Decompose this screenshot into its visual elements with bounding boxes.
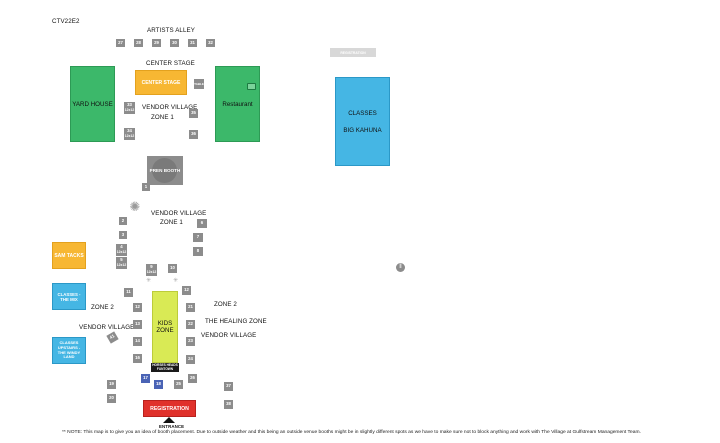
classes-the-mix-block[interactable]: CLASSES - THE MIX	[52, 283, 86, 310]
zone1b-label: ZONE 1	[160, 219, 183, 226]
booth-26[interactable]: 26	[188, 374, 197, 383]
registration-block[interactable]: REGISTRATION	[143, 400, 196, 417]
classes-top-label: CLASSES	[348, 109, 377, 117]
booth-24[interactable]: 24	[186, 355, 195, 364]
kids-zone-block[interactable]: KIDS ZONE	[152, 291, 178, 363]
booth-36[interactable]: 36	[189, 130, 198, 139]
registration-small-label: REGISTRATION	[340, 50, 366, 55]
booth-38[interactable]: 38	[224, 400, 233, 409]
booth-7[interactable]: 7	[193, 233, 203, 242]
booth-18[interactable]: 18	[154, 380, 163, 389]
map-code: CTV22E2	[52, 18, 80, 25]
kids-zone-sign: HORSES HEADS FUNTOWN	[151, 362, 179, 372]
restaurant-block[interactable]: Restaurant	[215, 66, 260, 142]
booth-16[interactable]: 16	[133, 354, 142, 363]
vendor-village-left-label: VENDOR VILLAGE	[79, 324, 135, 331]
booth-1[interactable]: 1	[142, 183, 150, 191]
pren-booth-circle	[152, 158, 177, 183]
zone2-left-label: ZONE 2	[91, 304, 114, 311]
restroom-circle-icon: ‖	[396, 263, 405, 272]
disclaimer-note: ** NOTE: This map is to give you an idea…	[62, 430, 641, 435]
lamp-icon-left: ✳	[146, 278, 152, 284]
booth-11[interactable]: 11	[124, 288, 133, 297]
booth-35[interactable]: 35	[189, 109, 198, 118]
table-booth[interactable]: TABLE	[194, 79, 204, 89]
kids-zone-label: KIDS ZONE	[156, 320, 174, 334]
zone2-right-label: ZONE 2	[214, 301, 237, 308]
pren-booth-block[interactable]: PREN BOOTH	[147, 156, 183, 185]
booth-3[interactable]: 3	[119, 231, 127, 239]
booth-21[interactable]: 21	[186, 303, 195, 312]
booth-28[interactable]: 28	[134, 39, 143, 47]
booth-19[interactable]: 19	[107, 380, 116, 389]
registration-small-block[interactable]: REGISTRATION	[330, 48, 376, 57]
booth-9[interactable]: 9 12x12	[146, 264, 157, 276]
pren-booth-label: PREN BOOTH	[149, 168, 181, 173]
restroom-icon	[247, 83, 256, 90]
booth-9-size: 12x12	[146, 270, 157, 274]
booth-12[interactable]: 12	[182, 286, 191, 295]
booth-29[interactable]: 29	[152, 39, 161, 47]
booth-12-left[interactable]: 12	[133, 303, 142, 312]
booth-6[interactable]: 6	[197, 219, 207, 228]
booth-4-size: 12x12	[116, 250, 127, 254]
restaurant-label: Restaurant	[222, 100, 253, 108]
artists-alley-label: ARTISTS ALLEY	[147, 27, 195, 34]
booth-14[interactable]: 14	[133, 337, 142, 346]
booth-13-left[interactable]: 13	[133, 320, 142, 329]
booth-37[interactable]: 37	[224, 382, 233, 391]
lamp-icon-right: ✳	[173, 278, 179, 284]
zone1-label: ZONE 1	[151, 114, 174, 121]
yard-house-block[interactable]: YARD HOUSE	[70, 66, 115, 142]
booth-30[interactable]: 30	[170, 39, 179, 47]
sun-icon: ✺	[129, 199, 141, 214]
entrance-arrow-icon	[163, 417, 175, 423]
entrance-label: ENTRANCE	[159, 424, 185, 429]
classes-upstairs-block[interactable]: CLASSES UPSTAIRS - THE WINDY LAND	[52, 337, 86, 364]
booth-23[interactable]: 23	[186, 337, 195, 346]
vendor-village-zone1b-label: VENDOR VILLAGE	[151, 210, 207, 217]
booth-20[interactable]: 20	[107, 394, 116, 403]
booth-9-number: 9	[150, 264, 153, 270]
booth-34-size: 12x12	[124, 134, 135, 138]
big-kahuna-block[interactable]: CLASSES BIG KAHUNA	[335, 77, 390, 166]
center-stage-title: CENTER STAGE	[146, 60, 195, 67]
booth-25[interactable]: 25	[174, 380, 183, 389]
booth-33[interactable]: 33 12x12	[124, 102, 135, 114]
booth-5[interactable]: 5 12x12	[116, 257, 127, 269]
booth-41[interactable]: 41	[106, 331, 119, 344]
sam-tacks-block[interactable]: SAM TACKS	[52, 242, 86, 269]
yard-house-label: YARD HOUSE	[72, 100, 113, 108]
center-stage-block[interactable]: CENTER STAGE	[135, 70, 187, 95]
big-kahuna-label: BIG KAHUNA	[343, 126, 382, 134]
booth-27[interactable]: 27	[116, 39, 125, 47]
booth-2[interactable]: 2	[119, 217, 127, 225]
classes-upstairs-label: CLASSES UPSTAIRS - THE WINDY LAND	[57, 340, 81, 360]
booth-33-number: 33	[127, 102, 132, 108]
booth-31[interactable]: 31	[188, 39, 197, 47]
booth-17[interactable]: 17	[141, 374, 150, 383]
booth-34[interactable]: 34 12x12	[124, 128, 135, 140]
booth-5-number: 5	[120, 257, 123, 263]
vendor-village-right-label: VENDOR VILLAGE	[201, 332, 257, 339]
booth-4[interactable]: 4 12x12	[116, 244, 127, 256]
booth-32[interactable]: 32	[206, 39, 215, 47]
booth-5-size: 12x12	[116, 263, 127, 267]
booth-22[interactable]: 22	[186, 320, 195, 329]
vendor-village-zone1-label: VENDOR VILLAGE	[142, 104, 198, 111]
booth-33-size: 12x12	[124, 108, 135, 112]
classes-the-mix-label: CLASSES - THE MIX	[57, 291, 81, 302]
booth-34-number: 34	[127, 128, 132, 134]
booth-8[interactable]: 8	[193, 247, 203, 256]
healing-zone-label: THE HEALING ZONE	[205, 318, 267, 325]
booth-10[interactable]: 10	[168, 264, 177, 273]
booth-4-number: 4	[120, 244, 123, 250]
